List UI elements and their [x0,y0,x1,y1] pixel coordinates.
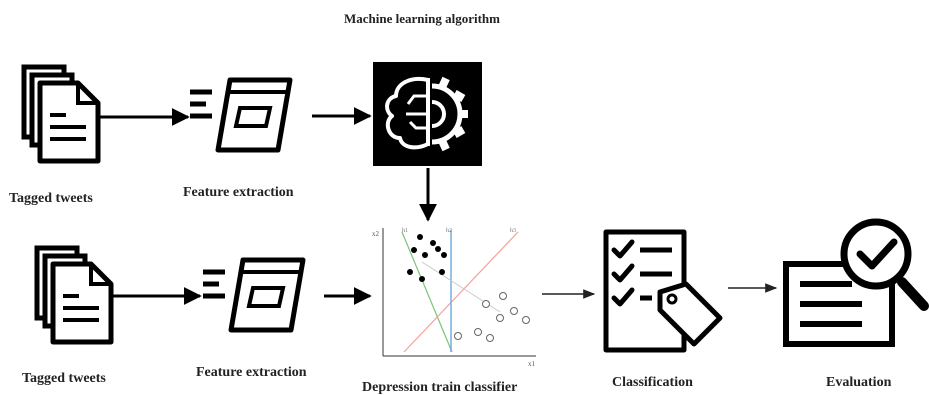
classifier-scatter-plot: x2 x1 h1 h2 h3 [372,228,536,368]
class-a-point [441,252,447,258]
document-stack-icon [24,67,98,161]
x-axis-label: x1 [528,360,536,368]
class-b-point [510,307,518,315]
line-label-h1: h1 [402,228,408,234]
class-b-point [496,314,504,322]
separator-line-red [403,231,519,353]
feature-extraction-icon [190,80,290,150]
class-b-point [499,292,507,300]
label-evaluation: Evaluation [826,375,892,390]
brain-gear-icon [373,62,482,166]
class-a-point [411,247,417,253]
feature-extraction-icon [203,260,303,330]
class-a-point [430,240,436,246]
class-b-point [474,328,482,336]
class-a-point [407,269,413,275]
label-feature-extraction-top: Feature extraction [183,185,294,200]
label-tagged-tweets-bottom: Tagged tweets [22,371,106,386]
separator-line-green [401,231,453,353]
class-a-point [419,276,425,282]
magnifier-check-icon [783,218,929,347]
class-b-point [522,316,530,324]
checklist-tag-icon [603,229,723,353]
class-b-point [482,300,490,308]
y-axis-label: x2 [372,230,380,238]
class-a-point [422,252,428,258]
line-label-h3: h3 [510,228,516,234]
line-label-h2: h2 [446,228,452,234]
class-a-point [439,269,445,275]
class-a-point [435,246,441,252]
label-classification: Classification [612,375,693,390]
class-b-point [454,332,462,340]
label-depression-train-classifier: Depression train classifier [362,380,518,395]
class-a-point [417,234,423,240]
diagram-title: Machine learning algorithm [344,11,500,26]
label-feature-extraction-bottom: Feature extraction [196,365,307,380]
document-stack-icon [37,248,111,342]
label-tagged-tweets-top: Tagged tweets [9,191,93,206]
class-b-point [486,334,494,342]
